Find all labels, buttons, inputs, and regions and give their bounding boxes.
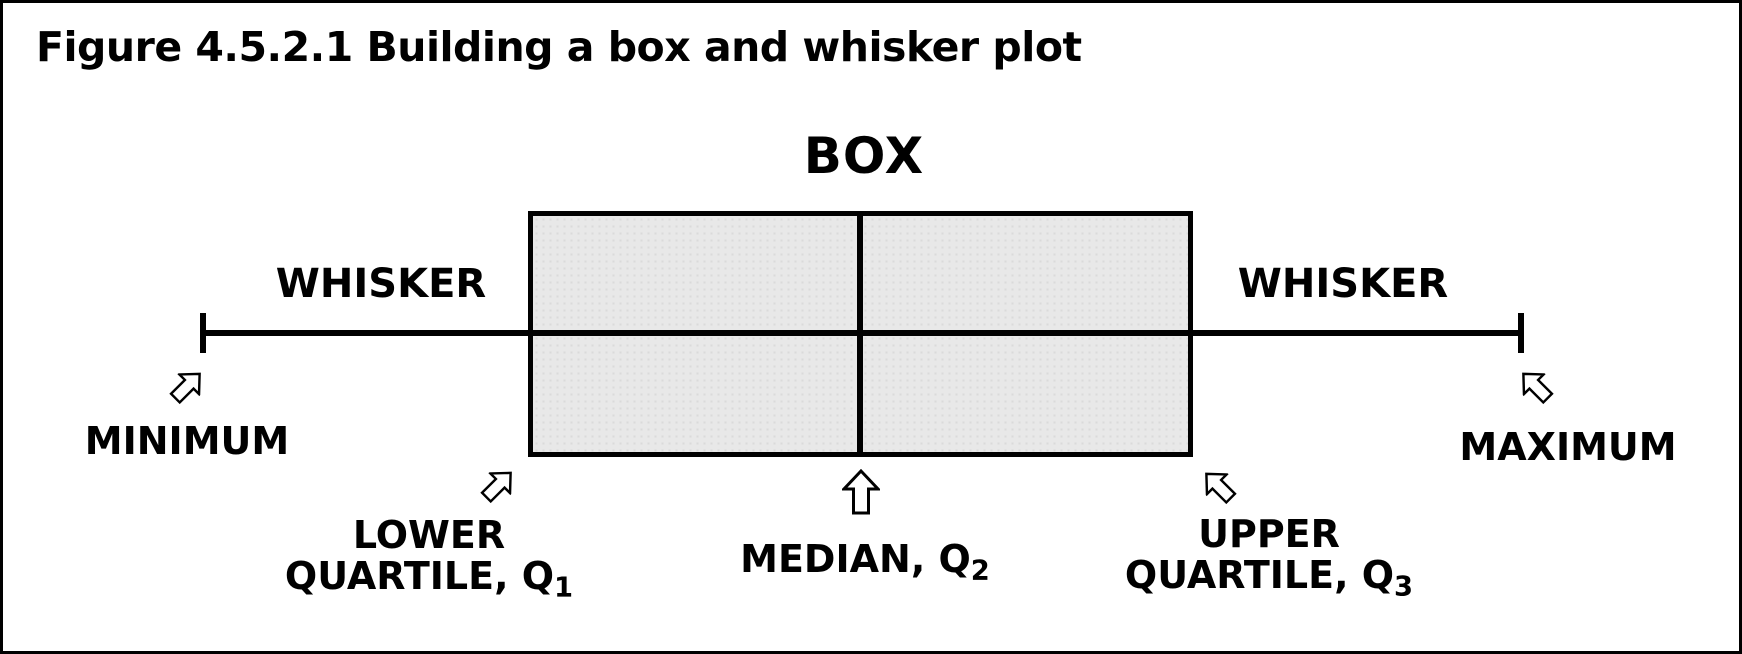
- arrow-northwest-icon: [1511, 362, 1560, 411]
- median-subscript: 2: [970, 555, 990, 587]
- arrow-northwest-icon: [1194, 462, 1243, 511]
- box-label: BOX: [803, 127, 925, 185]
- upper-quartile-subscript: 3: [1394, 571, 1414, 603]
- upper-quartile-label: UPPER QUARTILE, Q3: [1059, 512, 1479, 603]
- upper-quartile-line1: UPPER: [1198, 512, 1340, 556]
- lower-quartile-subscript: 1: [554, 572, 574, 604]
- median-line: [857, 211, 863, 457]
- minimum-end-cap: [200, 313, 206, 353]
- figure-title: Figure 4.5.2.1 Building a box and whiske…: [36, 23, 1082, 71]
- whisker-right-label: WHISKER: [1237, 261, 1449, 307]
- arrow-up-icon: [842, 469, 880, 515]
- maximum-end-cap: [1518, 313, 1524, 353]
- lower-quartile-line2: QUARTILE, Q1: [284, 553, 574, 604]
- median-label: MEDIAN, Q2: [740, 537, 990, 587]
- whisker-left-label: WHISKER: [275, 261, 487, 307]
- maximum-label: MAXIMUM: [1459, 425, 1677, 469]
- upper-quartile-line2: QUARTILE, Q3: [1124, 552, 1414, 603]
- lower-quartile-line1: LOWER: [352, 513, 506, 557]
- minimum-label: MINIMUM: [84, 419, 290, 463]
- arrow-northeast-icon: [474, 461, 523, 510]
- arrow-northeast-icon: [163, 362, 212, 411]
- lower-quartile-label: LOWER QUARTILE, Q1: [219, 513, 639, 604]
